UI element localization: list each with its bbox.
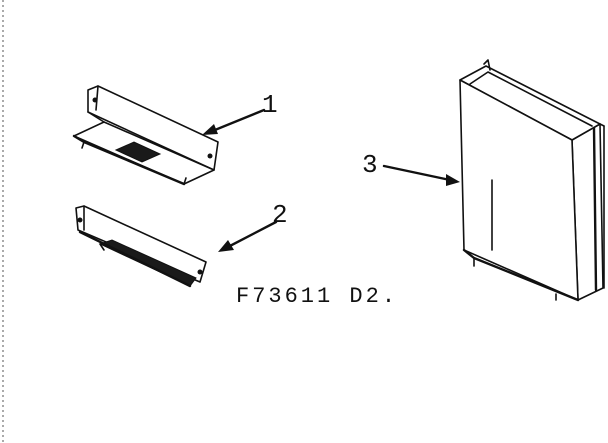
callout-arrow-3	[382, 164, 460, 186]
part-3-box	[459, 59, 605, 302]
part-1-bracket	[72, 85, 219, 186]
callout-label-2: 2	[272, 200, 288, 230]
callout-label-1: 1	[262, 90, 278, 120]
callout-label-3: 3	[362, 150, 378, 180]
part-2-bracket	[75, 205, 207, 288]
callout-arrow-1	[202, 108, 266, 135]
figure-code: F73611 D2.	[236, 284, 398, 309]
callout-arrow-2	[218, 220, 278, 252]
